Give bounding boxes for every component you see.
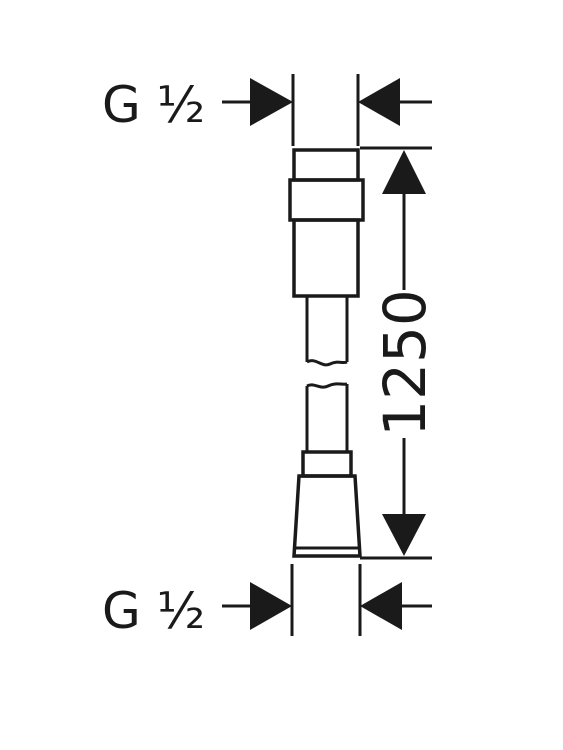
top-right-arrowhead — [358, 78, 400, 126]
hose-upper-segment — [305, 296, 349, 367]
top-fitting — [288, 148, 365, 298]
hose-upper-break-line — [306, 359, 348, 367]
top-thread-callout: G ½ — [102, 74, 432, 146]
top-sleeve — [292, 218, 360, 298]
top-nut-cap — [292, 148, 360, 182]
bottom-right-arrowhead — [360, 582, 402, 630]
length-bottom-arrowhead — [382, 514, 426, 556]
length-dimension: 1250 — [360, 146, 439, 560]
bottom-conical-body — [292, 474, 362, 558]
top-nut-collar — [288, 178, 365, 222]
top-thread-label: G ½ — [102, 76, 205, 134]
bottom-fitting — [292, 450, 362, 558]
hose-lower-break-line — [306, 382, 348, 389]
length-dimension-label: 1250 — [371, 289, 439, 437]
bottom-left-arrowhead — [250, 582, 292, 630]
bottom-thread-callout: G ½ — [102, 564, 432, 640]
bottom-thread-label: G ½ — [102, 582, 205, 640]
top-left-arrowhead — [250, 78, 293, 126]
bottom-swivel-collar — [301, 450, 353, 478]
length-top-arrowhead — [382, 150, 426, 194]
hose-lower-segment — [305, 382, 349, 452]
